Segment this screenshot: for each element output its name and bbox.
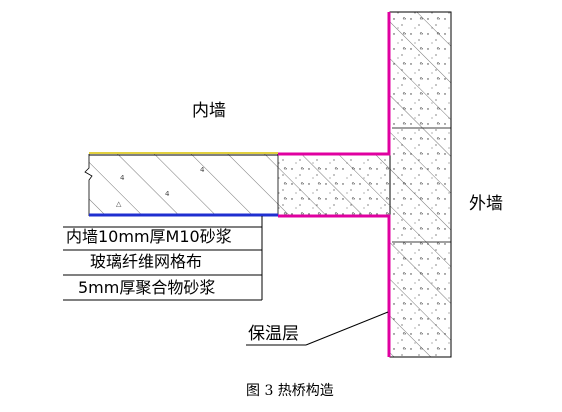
svg-text:4: 4 [120,174,125,182]
inner-wall-label: 内墙 [192,101,226,121]
svg-text:△: △ [116,200,122,208]
outer-wall-block [389,11,452,358]
beam-joint-region [278,154,390,216]
svg-text:4: 4 [200,166,205,174]
figure-caption: 图 3 热桥构造 [246,383,334,399]
layer-spec-table [63,216,263,301]
outer-wall-label: 外墙 [469,194,503,214]
insulation-label: 保温层 [248,324,299,344]
layer-3-label: 5mm厚聚合物砂浆 [78,278,216,297]
layer-2-label: 玻璃纤维网格布 [90,252,203,271]
inner-wall-block: 4 4 4 △ [84,154,279,216]
layer-1-label: 内墙10mm厚M10砂浆 [66,227,232,246]
insulation-layer-upper [278,12,391,156]
insulation-leader-line [305,311,389,346]
insulation-layer-lower [278,214,391,357]
svg-text:4: 4 [165,190,170,198]
